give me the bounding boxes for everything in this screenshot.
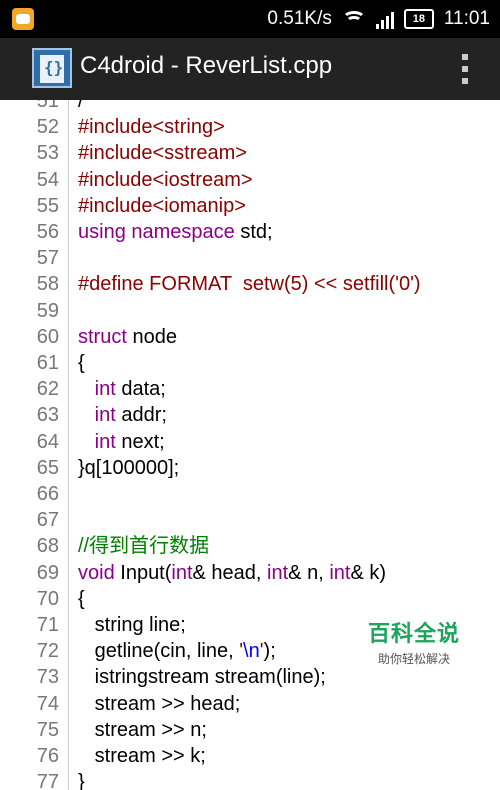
code-line[interactable]: 63 int addr; <box>0 402 500 428</box>
code-text: stream >> n; <box>78 718 207 741</box>
code-line[interactable]: 54 #include<iostream> <box>0 167 500 193</box>
code-text: #define FORMAT setw(5) << setfill('0') <box>78 273 421 296</box>
code-line[interactable]: 62 int data; <box>0 376 500 402</box>
code-line[interactable]: 51 / <box>0 100 500 114</box>
code-line[interactable]: 61 { <box>0 350 500 376</box>
line-number: 65 <box>36 456 59 479</box>
line-number: 71 <box>36 614 59 636</box>
code-text: #include<iomanip> <box>78 194 246 217</box>
code-line[interactable]: 60 struct node <box>0 324 500 350</box>
line-number: 64 <box>36 430 59 453</box>
line-number: 58 <box>36 273 59 296</box>
code-line[interactable]: 70 { <box>0 586 500 612</box>
line-number: 59 <box>36 299 59 322</box>
code-text: struct node <box>78 325 177 348</box>
code-line[interactable]: 55 #include<iomanip> <box>0 193 500 219</box>
code-text: #include<string> <box>78 116 225 139</box>
status-bar: 0.51K/s 18 11:01 <box>0 0 500 38</box>
code-text: istringstream stream(line); <box>78 666 326 689</box>
watermark-subtitle: 助你轻松解决 <box>377 652 450 666</box>
code-text: / <box>78 100 84 112</box>
code-text: getline(cin, line, '\n'); <box>78 640 276 663</box>
code-line[interactable]: 52 #include<string> <box>0 114 500 140</box>
code-line[interactable]: 71 string line; <box>0 612 500 638</box>
code-text: using namespace std; <box>78 221 273 243</box>
line-number: 69 <box>36 561 59 584</box>
code-line[interactable]: 58 #define FORMAT setw(5) << setfill('0') <box>0 271 500 297</box>
line-number: 53 <box>36 142 59 165</box>
code-line[interactable]: 56 using namespace std; <box>0 219 500 245</box>
code-text: #include<iostream> <box>78 168 253 191</box>
code-line[interactable]: 76 stream >> k; <box>0 743 500 769</box>
battery-icon: 18 <box>403 9 434 29</box>
line-number: 75 <box>36 718 59 741</box>
line-number-gutter-divider <box>68 100 69 790</box>
code-text: string line; <box>78 614 186 636</box>
window-title: C4droid - ReverList.cpp <box>80 52 333 79</box>
line-number: 56 <box>36 221 59 243</box>
line-number: 72 <box>36 640 59 663</box>
line-number: 55 <box>36 194 59 217</box>
code-text: } <box>78 771 85 790</box>
line-number: 54 <box>36 168 59 191</box>
code-text: stream >> k; <box>78 745 206 767</box>
line-number: 68 <box>36 535 59 558</box>
line-number: 67 <box>36 509 59 532</box>
line-number: 73 <box>36 666 59 689</box>
code-line[interactable]: 67 <box>0 507 500 533</box>
line-number: 74 <box>36 692 59 715</box>
line-number: 70 <box>36 587 59 610</box>
code-line[interactable]: 69 void Input(int& head, int& n, int& k) <box>0 560 500 586</box>
status-indicators: 0.51K/s 18 11:01 <box>267 0 490 38</box>
watermark-title: 百科全说 <box>367 621 460 646</box>
code-text: int next; <box>94 430 165 453</box>
wifi-icon <box>341 9 366 29</box>
line-number: 66 <box>36 483 59 505</box>
code-text: void Input(int& head, int& n, int& k) <box>78 561 386 584</box>
line-number: 61 <box>36 352 59 374</box>
code-line[interactable]: 66 <box>0 481 500 507</box>
overflow-menu-icon[interactable] <box>460 54 470 84</box>
network-speed: 0.51K/s <box>267 8 332 29</box>
code-text: int addr; <box>94 404 167 427</box>
code-text: //得到首行数据 <box>78 535 210 558</box>
code-line[interactable]: 59 <box>0 298 500 324</box>
code-line[interactable]: 57 <box>0 245 500 271</box>
code-line[interactable]: 68 //得到首行数据 <box>0 533 500 559</box>
line-number: 51 <box>36 100 59 112</box>
code-text: { <box>78 352 85 374</box>
line-number: 77 <box>36 771 59 790</box>
code-editor[interactable]: 51 / 52 #include<string> 53 #include<sstream>… <box>0 100 500 790</box>
clock: 11:01 <box>443 8 490 29</box>
signal-icon <box>375 9 394 29</box>
line-number: 76 <box>36 745 59 767</box>
watermark-logo: 百科全说 助你轻松解决 <box>366 616 462 667</box>
line-number: 57 <box>36 247 59 270</box>
code-line[interactable]: 64 int next; <box>0 429 500 455</box>
code-line[interactable]: 72 getline(cin, line, '\n'); <box>0 638 500 664</box>
code-line[interactable]: 73 istringstream stream(line); <box>0 664 500 690</box>
game-controller-icon <box>12 8 34 30</box>
code-text: stream >> head; <box>78 692 241 715</box>
line-number: 62 <box>36 378 59 401</box>
c4droid-app-icon[interactable] <box>32 48 72 88</box>
code-line[interactable]: 77} <box>0 769 500 790</box>
code-line[interactable]: 74 stream >> head; <box>0 691 500 717</box>
line-number: 60 <box>36 325 59 348</box>
code-line[interactable]: 75 stream >> n; <box>0 717 500 743</box>
line-number: 52 <box>36 116 59 139</box>
code-text: int data; <box>94 378 166 401</box>
code-text: }q[100000]; <box>78 456 180 479</box>
action-bar: C4droid - ReverList.cpp <box>0 38 500 102</box>
code-text: #include<sstream> <box>78 142 247 165</box>
code-line[interactable]: 53 #include<sstream> <box>0 140 500 166</box>
code-line[interactable]: 65 }q[100000]; <box>0 455 500 481</box>
code-text: { <box>78 587 85 610</box>
line-number: 63 <box>36 404 59 427</box>
